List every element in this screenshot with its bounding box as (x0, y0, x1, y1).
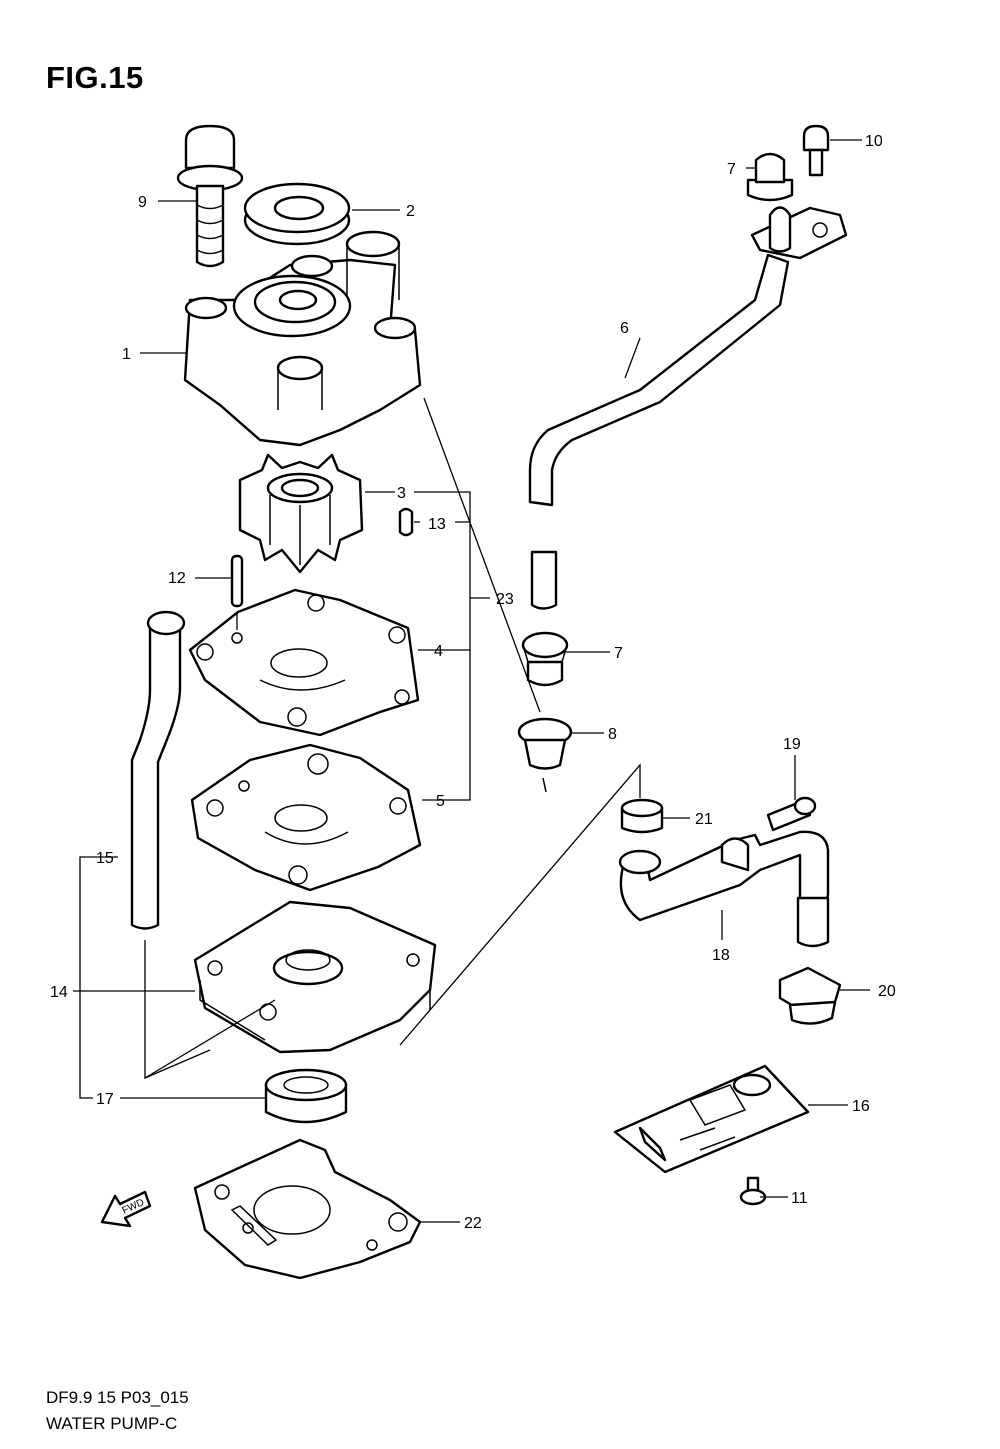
callout-9: 16 (852, 1098, 870, 1115)
part-1-pump-case[interactable] (183, 230, 422, 447)
part-12-screw[interactable] (739, 1176, 767, 1206)
callout-3: 3 (397, 485, 406, 502)
callout-14: 13 (428, 516, 446, 533)
part-21-grommet[interactable] (778, 966, 842, 1025)
part-4-liner[interactable] (188, 588, 420, 737)
callout-12: 11 (791, 1190, 808, 1207)
callout-7-mid: 7 (614, 645, 623, 662)
callout-16: 15 (96, 850, 114, 867)
callout-21: 20 (878, 983, 896, 1000)
callout-2: 2 (406, 203, 415, 220)
part-17-oil-seal[interactable] (264, 1068, 348, 1124)
part-2-seal[interactable] (243, 182, 351, 246)
callout-11: 10 (865, 133, 883, 150)
part-13-pin[interactable] (230, 554, 244, 608)
part-16-hose[interactable] (130, 610, 186, 930)
callout-22: 21 (695, 811, 713, 828)
part-7-grommet-mid[interactable] (521, 631, 569, 687)
callout-18: 22 (464, 1215, 482, 1232)
part-20-bolt[interactable] (766, 796, 817, 832)
footer-name: WATER PUMP-C (46, 1414, 178, 1433)
part-10-bolt[interactable] (176, 124, 244, 268)
part-15-pump-plate[interactable] (193, 900, 437, 1054)
part-14-key[interactable] (398, 507, 414, 537)
part-11-bolt[interactable] (802, 124, 830, 177)
footer-code: DF9.9 15 P03_015 (46, 1388, 189, 1407)
part-22-collar[interactable] (620, 798, 664, 834)
callout-19: 18 (712, 947, 730, 964)
callout-1: 1 (122, 346, 131, 363)
part-5-gasket[interactable] (190, 743, 422, 892)
callout-6: 6 (620, 320, 629, 337)
callout-8: 8 (608, 726, 617, 743)
part-6-water-pipe[interactable] (528, 206, 848, 610)
part-19-pipe[interactable] (618, 830, 830, 948)
part-7-grommet-top[interactable] (746, 152, 794, 202)
callout-23: 23 (496, 591, 514, 608)
callout-20: 19 (783, 736, 801, 753)
callout-labels: 9 2 1 3 13 12 23 4 5 6 7 10 7 8 19 21 18… (50, 133, 896, 1232)
callout-17: 17 (96, 1091, 114, 1108)
callout-4: 4 (434, 643, 443, 660)
part-3-impeller[interactable] (238, 453, 364, 574)
fwd-arrow-icon: FWD (100, 1190, 152, 1228)
callout-15: 14 (50, 984, 68, 1001)
callout-10: 9 (138, 194, 147, 211)
leader-lines (73, 139, 870, 1223)
callout-7-top: 7 (727, 161, 736, 178)
part-9-screen-plate[interactable] (613, 1064, 810, 1174)
part-8-grommet[interactable] (517, 717, 573, 793)
callout-5: 5 (436, 793, 445, 810)
figure-title: FIG.15 (46, 60, 144, 95)
part-18-gasket[interactable] (193, 1138, 422, 1280)
callout-13: 12 (168, 570, 186, 587)
